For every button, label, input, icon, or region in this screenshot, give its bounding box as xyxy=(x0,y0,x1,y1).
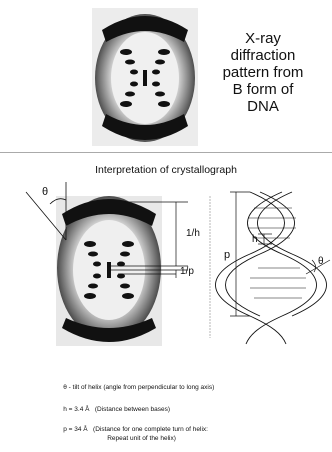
caption-line-1: X-ray xyxy=(208,30,318,47)
photo-caption: X-ray diffraction pattern from B form of… xyxy=(208,30,318,115)
legend-row-p-cont: Repeat unit of the helix) xyxy=(100,425,176,452)
caption-line-2: diffraction xyxy=(208,47,318,64)
one-over-h-label: 1/h xyxy=(186,228,200,239)
legend-text-p-cont: Repeat unit of the helix) xyxy=(107,435,176,442)
annotated-crystallograph: θ 1/h 1/p xyxy=(0,178,332,350)
legend-text-theta: - tilt of helix (angle from perpendicula… xyxy=(67,384,214,391)
diffraction-photo-top xyxy=(92,8,198,146)
p-label: p xyxy=(224,249,230,261)
h-label: h xyxy=(252,234,258,245)
theta-right-label: θ xyxy=(318,256,324,267)
theta-left-label: θ xyxy=(42,186,48,198)
section-divider xyxy=(0,152,332,153)
caption-line-3: pattern from xyxy=(208,64,318,81)
caption-line-4: B form of xyxy=(208,81,318,98)
diffraction-photo-bottom xyxy=(56,196,162,346)
legend-text-h: = 3.4 Å (Distance between bases) xyxy=(67,406,170,413)
double-helix-drawing xyxy=(216,192,327,344)
section-subtitle: Interpretation of crystallograph xyxy=(0,164,332,176)
caption-line-5: DNA xyxy=(208,98,318,115)
one-over-p-label: 1/p xyxy=(180,266,194,277)
